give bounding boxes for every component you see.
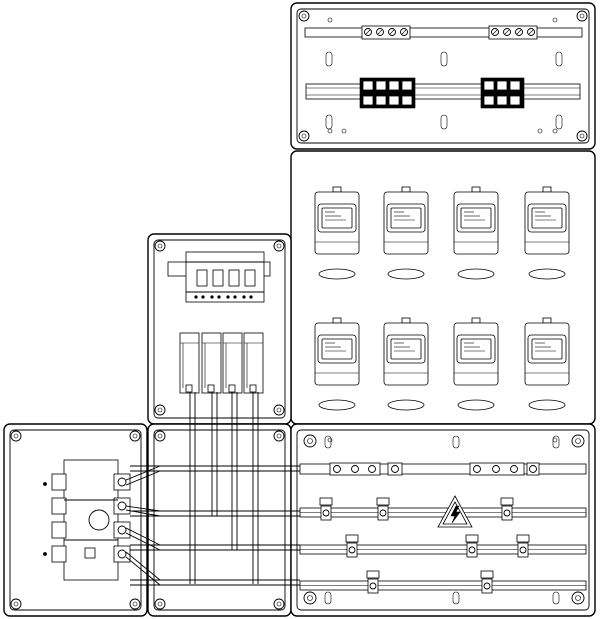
busbar-clamp	[516, 534, 530, 558]
breaker-enclosure	[147, 233, 292, 425]
terminal-block-left	[359, 77, 416, 109]
miniature-circuit-breaker	[201, 332, 222, 394]
busbar-enclosure	[290, 423, 596, 617]
energy-meter	[524, 186, 570, 280]
top-terminal-enclosure	[290, 2, 596, 150]
main-circuit-breaker	[167, 251, 271, 303]
terminal-block-right	[480, 77, 525, 109]
energy-meter	[383, 186, 429, 280]
energy-meter	[453, 317, 499, 411]
busbar-clamp	[500, 497, 514, 521]
meter-enclosure	[290, 150, 596, 425]
busbar-clamp	[366, 570, 380, 594]
miniature-circuit-breaker	[179, 332, 200, 394]
busbar	[299, 497, 587, 521]
miniature-circuit-breaker	[222, 332, 243, 394]
miniature-circuit-breaker	[243, 332, 264, 394]
cable-enclosure	[147, 423, 292, 617]
busbar-top-terminals	[329, 462, 540, 476]
load-break-switch	[43, 459, 131, 581]
high-voltage-warning-icon	[437, 495, 473, 528]
energy-meter	[383, 317, 429, 411]
busbar	[299, 570, 587, 594]
energy-meter	[524, 317, 570, 411]
busbar-clamp	[480, 570, 494, 594]
energy-meter	[314, 186, 360, 280]
top-rail-terminal-group-right	[488, 25, 538, 40]
switch-enclosure	[3, 423, 148, 617]
energy-meter	[453, 186, 499, 280]
busbar-clamp	[465, 534, 479, 558]
energy-meter	[314, 317, 360, 411]
busbar-clamp	[376, 497, 390, 521]
busbar-clamp	[319, 497, 333, 521]
busbar-clamp	[345, 534, 359, 558]
wiring	[125, 392, 300, 586]
busbar	[299, 534, 587, 558]
top-rail-terminal-group-left	[361, 25, 411, 40]
